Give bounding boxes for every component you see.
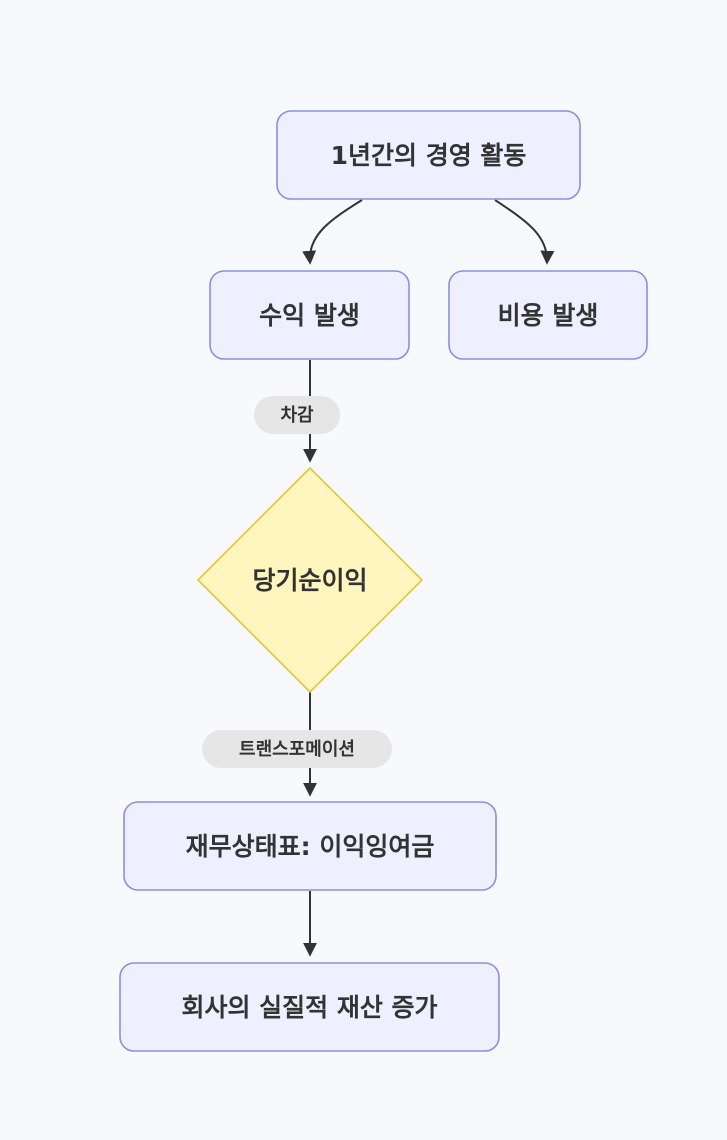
node-retained-earnings-label: 재무상태표: 이익잉여금 — [186, 832, 435, 861]
node-wealth-increase-label: 회사의 실질적 재산 증가 — [181, 993, 437, 1022]
node-net-income-label: 당기순이익 — [252, 566, 367, 595]
node-revenue-label: 수익 발생 — [259, 301, 360, 330]
edge-label-deduct: 차감 — [254, 396, 340, 434]
node-wealth-increase: 회사의 실질적 재산 증가 — [119, 962, 500, 1052]
edge-activity-to-expense — [494, 199, 555, 265]
edge-activity-to-revenue — [302, 199, 363, 265]
edge-label-deduct-text: 차감 — [280, 405, 314, 426]
node-expense: 비용 발생 — [448, 270, 648, 360]
edge-label-transfer: 트랜스포메이션 — [202, 730, 392, 768]
node-net-income: 당기순이익 — [196, 466, 424, 694]
node-expense-label: 비용 발생 — [498, 301, 599, 330]
node-retained-earnings: 재무상태표: 이익잉여금 — [123, 801, 497, 891]
node-revenue: 수익 발생 — [209, 270, 410, 360]
edge-label-transfer-text: 트랜스포메이션 — [239, 739, 355, 760]
node-activity-label: 1년간의 경영 활동 — [331, 141, 527, 170]
node-activity: 1년간의 경영 활동 — [276, 110, 581, 200]
